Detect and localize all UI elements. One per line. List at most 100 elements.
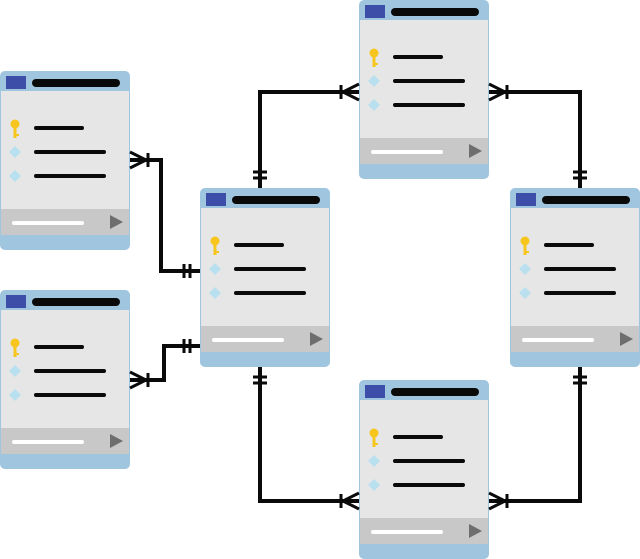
field-name: [393, 483, 465, 487]
many-mark: [342, 499, 360, 511]
field-name: [393, 459, 465, 463]
key-shaft: [523, 244, 527, 255]
field-name: [544, 291, 616, 295]
relation-connector: [258, 367, 359, 503]
field-name: [393, 79, 465, 83]
connector-line: [130, 158, 200, 273]
connector-line: [258, 90, 359, 188]
key-shaft: [213, 244, 217, 255]
diamond-icon: [519, 287, 531, 299]
key-head: [369, 428, 379, 438]
play-arrow-icon[interactable]: [620, 332, 633, 346]
key-tooth: [375, 63, 378, 65]
key-head: [210, 236, 220, 246]
play-arrow-icon[interactable]: [469, 144, 482, 158]
key-icon: [369, 428, 379, 447]
key-shaft: [372, 436, 376, 447]
relation-marks: [129, 339, 192, 390]
relation-end-marks: [129, 82, 587, 511]
play-arrow-icon[interactable]: [110, 434, 123, 448]
diamond-icon: [9, 389, 21, 401]
diamond-icon: [368, 75, 380, 87]
relation-marks: [253, 82, 360, 180]
play-arrow-icon[interactable]: [110, 215, 123, 229]
key-head: [520, 236, 530, 246]
field-name: [393, 55, 443, 59]
field-name: [234, 291, 306, 295]
key-tooth: [216, 251, 219, 253]
table-icon: [365, 385, 385, 398]
table-icon: [6, 76, 26, 89]
relation-connector: [489, 367, 582, 503]
key-icon: [369, 48, 379, 67]
relation-connector: [130, 158, 200, 273]
table-icon: [6, 295, 26, 308]
field-name: [544, 267, 616, 271]
table-title: [32, 298, 120, 306]
field-name: [544, 243, 594, 247]
footer-bar: [12, 221, 84, 225]
diamond-icon: [519, 263, 531, 275]
relation-connector: [258, 90, 359, 188]
diamond-icon: [368, 479, 380, 491]
key-tooth: [375, 443, 378, 445]
footer-bar: [522, 338, 594, 342]
relation-marks: [129, 150, 192, 278]
footer-bar: [371, 530, 443, 534]
connector-line: [489, 90, 582, 188]
diamond-icon: [368, 99, 380, 111]
connector-line: [258, 367, 359, 503]
diamond-icon: [9, 170, 21, 182]
diamond-icon: [9, 146, 21, 158]
footer-bar: [371, 150, 443, 154]
connector-line: [489, 367, 582, 503]
footer-bar: [12, 440, 84, 444]
table-card[interactable]: [0, 290, 130, 469]
field-name: [34, 345, 84, 349]
footer-bar: [212, 338, 284, 342]
field-name: [393, 103, 465, 107]
key-icon: [210, 236, 220, 255]
key-shaft: [13, 127, 17, 138]
field-name: [34, 393, 106, 397]
field-name: [34, 126, 84, 130]
play-arrow-icon[interactable]: [310, 332, 323, 346]
field-name: [34, 174, 106, 178]
table-card[interactable]: [0, 71, 130, 250]
table-title: [391, 8, 479, 16]
key-icon: [10, 119, 20, 138]
relation-marks: [253, 375, 360, 511]
relation-connector: [489, 90, 582, 188]
field-name: [393, 435, 443, 439]
many-mark: [488, 491, 506, 503]
key-head: [10, 119, 20, 129]
many-mark: [342, 90, 360, 102]
table-card[interactable]: [359, 0, 489, 179]
table-title: [232, 196, 320, 204]
table-icon: [365, 5, 385, 18]
many-mark: [129, 370, 147, 382]
relation-marks: [488, 375, 587, 511]
table-card[interactable]: [359, 380, 489, 559]
field-name: [34, 369, 106, 373]
table-card[interactable]: [510, 188, 640, 367]
key-icon: [520, 236, 530, 255]
diamond-icon: [209, 263, 221, 275]
key-shaft: [13, 346, 17, 357]
table-title: [542, 196, 630, 204]
many-mark: [129, 150, 147, 162]
many-mark: [488, 82, 506, 94]
table-title: [32, 79, 120, 87]
field-name: [234, 243, 284, 247]
play-arrow-icon[interactable]: [469, 524, 482, 538]
key-head: [10, 338, 20, 348]
key-tooth: [16, 134, 19, 136]
table-icon: [516, 193, 536, 206]
field-name: [234, 267, 306, 271]
key-head: [369, 48, 379, 58]
diamond-icon: [9, 365, 21, 377]
key-icon: [10, 338, 20, 357]
table-card[interactable]: [200, 188, 330, 367]
